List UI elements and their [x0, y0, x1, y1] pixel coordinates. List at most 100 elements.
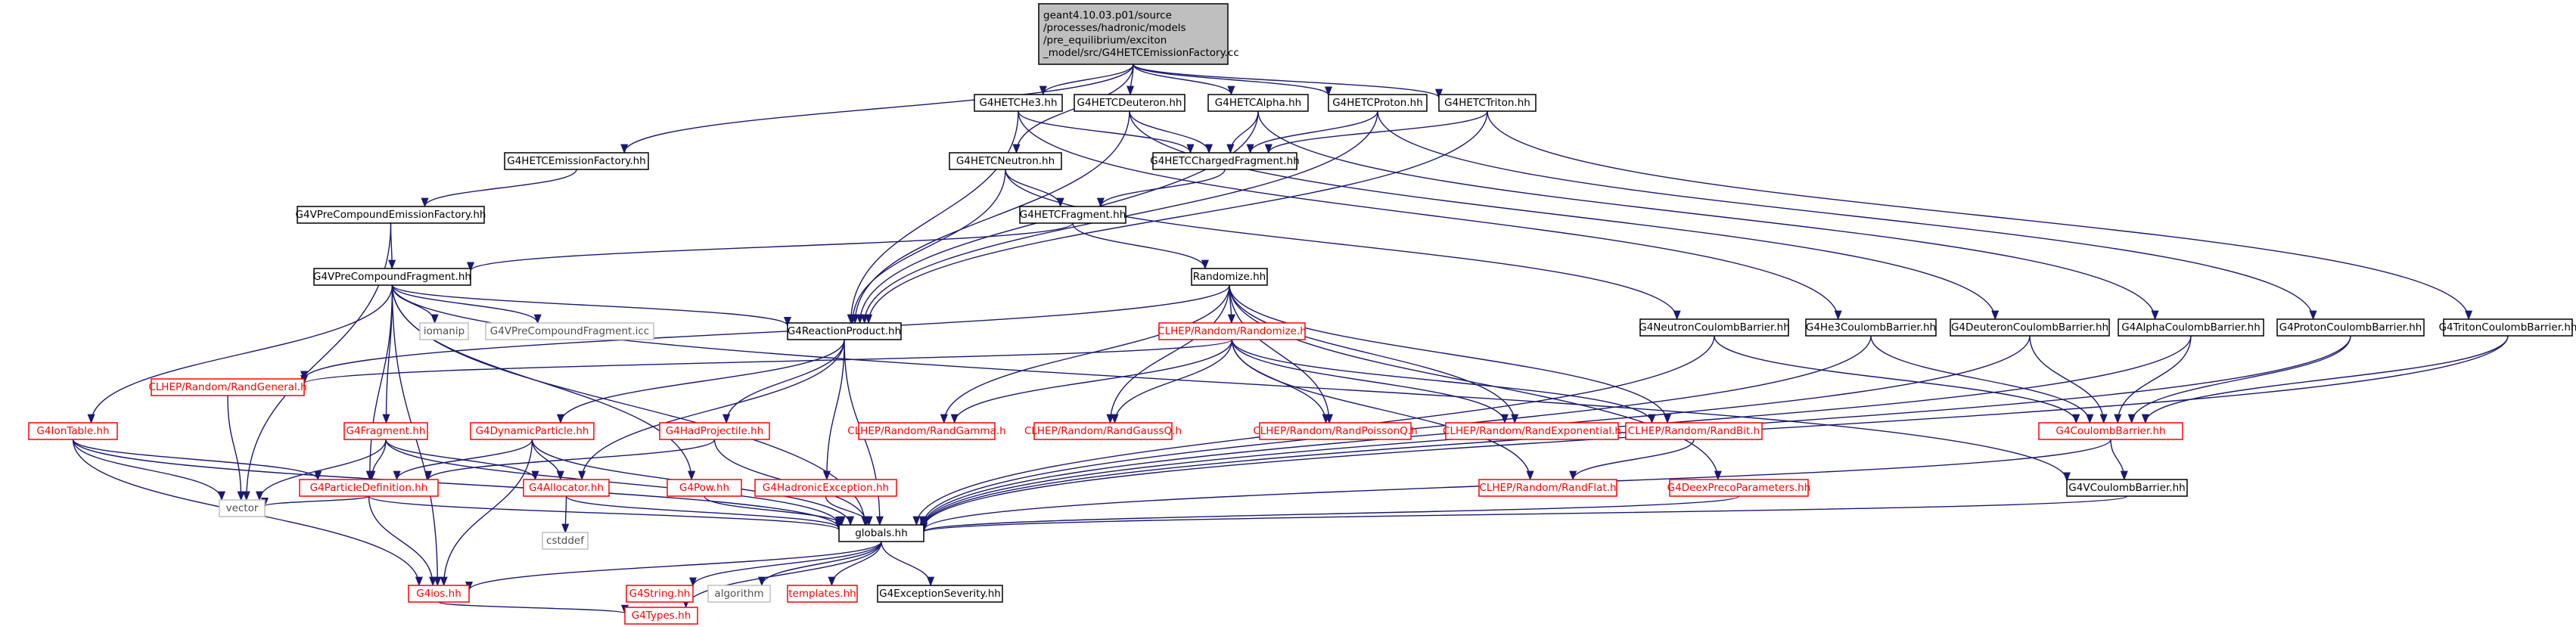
file-node-label: G4ParticleDefinition.hh [310, 482, 428, 494]
file-node-emfac[interactable]: G4HETCEmissionFactory.hh [504, 152, 649, 170]
include-edge-root-to-alpha [1133, 64, 1235, 96]
include-edge-line [822, 339, 845, 481]
include-edge-allocator-to-cstddef [561, 495, 570, 534]
file-node-he3CB[interactable]: G4He3CoulombBarrier.hh [1805, 318, 1937, 337]
file-node-deex[interactable]: G4DeexPrecoParameters.hh [1667, 479, 1811, 497]
include-edge-root-to-emfac [620, 64, 1134, 154]
include-edge-vpcf-to-partdef [365, 284, 393, 481]
file-node-proton[interactable]: G4HETCProton.hh [1328, 94, 1428, 112]
file-node-label: G4DeuteronCoulombBarrier.hh [1951, 321, 2108, 334]
file-node-fragment[interactable]: G4HETCFragment.hh [1019, 206, 1126, 224]
file-node-box [151, 378, 305, 396]
include-edge-vpcf-to-vcoulomb [391, 284, 2071, 482]
file-node-label: G4HadProjectile.hh [666, 425, 763, 437]
file-node-label: G4TritonCoulombBarrier.hh [2439, 321, 2576, 334]
file-node-neutronCB[interactable]: G4NeutronCoulombBarrier.hh [1639, 318, 1790, 337]
file-node-exseverity[interactable]: G4ExceptionSeverity.hh [877, 585, 1003, 603]
file-node-randexp[interactable]: CLHEP/Random/RandExponential.h [1443, 422, 1621, 440]
file-node-clhepRandomize[interactable]: CLHEP/Random/Randomize.h [1157, 322, 1307, 340]
file-node-randbit[interactable]: CLHEP/Random/RandBit.h [1625, 422, 1763, 440]
file-node-protonCB[interactable]: G4ProtonCoulombBarrier.hh [2276, 318, 2425, 337]
file-node-randflat[interactable]: CLHEP/Random/RandFlat.h [1478, 479, 1617, 497]
file-node-box [297, 206, 485, 224]
file-node-pow[interactable]: G4Pow.hh [667, 479, 742, 497]
include-edge-line [689, 541, 882, 587]
include-edge-globals-to-exseverity [881, 541, 935, 587]
file-node-charged[interactable]: G4HETCChargedFragment.hh [1150, 152, 1300, 170]
include-edge-line [1111, 339, 1233, 424]
file-node-g4types[interactable]: G4Types.hh [624, 607, 698, 625]
file-node-hadproj[interactable]: G4HadProjectile.hh [659, 422, 770, 440]
file-node-box [408, 585, 470, 603]
file-node-vpcf[interactable]: G4VPreCompoundFragment.hh [313, 268, 471, 286]
file-node-randgeneral[interactable]: CLHEP/Random/RandGeneral.h [148, 378, 307, 396]
file-node-label: G4ProtonCoulombBarrier.hh [2279, 321, 2422, 334]
file-node-partdef[interactable]: G4ParticleDefinition.hh [299, 479, 439, 497]
file-node-box [343, 422, 428, 440]
file-node-g4fragment[interactable]: G4Fragment.hh [343, 422, 428, 440]
file-node-coulomb[interactable]: G4CoulombBarrier.hh [2038, 422, 2183, 440]
file-node-globals[interactable]: globals.hh [838, 524, 924, 542]
include-edge-line [227, 395, 245, 501]
include-edge-line [847, 110, 1019, 324]
include-edge-randomize-to-randgaussq [1106, 284, 1230, 424]
include-edge-deuteron-to-charged [1129, 110, 1213, 154]
file-node-box [1669, 479, 1809, 497]
file-node-label: G4ExceptionSeverity.hh [879, 588, 1001, 600]
file-node-allocator[interactable]: G4Allocator.hh [523, 479, 610, 497]
include-edge-line [1229, 284, 1334, 424]
file-node-deuteron[interactable]: G4HETCDeuteron.hh [1074, 94, 1185, 112]
file-node-box [858, 422, 996, 440]
file-node-label: /processes/hadronic/models [1043, 22, 1186, 34]
file-node-templates[interactable]: templates.hh [787, 585, 858, 603]
file-node-deuteronCB[interactable]: G4DeuteronCoulombBarrier.hh [1950, 318, 2110, 337]
file-node-vcoulomb[interactable]: G4VCoulombBarrier.hh [2066, 479, 2188, 497]
file-node-label: CLHEP/Random/RandFlat.h [1479, 482, 1616, 494]
file-node-label: G4HETCFragment.hh [1020, 209, 1126, 221]
file-node-vpcef[interactable]: G4VPreCompoundEmissionFactory.hh [296, 206, 486, 224]
file-node-iontable[interactable]: G4IonTable.hh [28, 422, 118, 440]
file-node-randgamma[interactable]: CLHEP/Random/RandGamma.h [847, 422, 1006, 440]
file-node-tritonCB[interactable]: G4TritonCoulombBarrier.hh [2439, 318, 2576, 337]
file-node-dynpart[interactable]: G4DynamicParticle.hh [470, 422, 595, 440]
include-edge-line [385, 439, 843, 526]
include-edge-line [467, 222, 1074, 272]
include-edge-line [1072, 222, 1209, 270]
file-node-randpoissonq[interactable]: CLHEP/Random/RandPoissonQ.h [1253, 422, 1418, 440]
include-edge-proton-to-protonCB [1377, 110, 2317, 321]
file-node-label: G4DynamicParticle.hh [476, 425, 589, 437]
file-node-root[interactable]: geant4.10.03.p01/source/processes/hadron… [1038, 3, 1239, 65]
include-edge-line [242, 222, 392, 501]
file-node-randomize[interactable]: Randomize.hh [1191, 268, 1268, 286]
file-node-alpha[interactable]: G4HETCAlpha.hh [1207, 94, 1309, 112]
file-node-label: vector [226, 502, 259, 514]
include-edge-line [1231, 339, 1534, 481]
include-edge-line [393, 439, 533, 481]
file-node-triton[interactable]: G4HETCTriton.hh [1438, 94, 1537, 112]
file-node-randgaussq[interactable]: CLHEP/Random/RandGaussQ.h [1024, 422, 1182, 440]
include-edge-line [391, 284, 542, 324]
include-edge-line [620, 64, 1134, 154]
include-edge-tritonCB-to-coulomb [2141, 335, 2509, 424]
include-edge-allocator-to-globals [565, 495, 843, 529]
file-node-box [1950, 318, 2110, 337]
file-node-hadexc[interactable]: G4HadronicException.hh [754, 479, 897, 497]
file-node-cstddef: cstddef [542, 532, 589, 550]
include-edge-randomize-to-randgeneral [300, 284, 1230, 380]
include-edge-neutronCB-to-coulomb [1714, 335, 2080, 424]
include-edge-alphaCB-to-coulomb [2114, 335, 2192, 424]
include-edge-deuteronCB-to-coulomb [2029, 335, 2108, 424]
file-node-box [974, 94, 1063, 112]
file-node-g4ios[interactable]: G4ios.hh [408, 585, 470, 603]
include-edge-randomize-to-randgamma [940, 284, 1230, 424]
include-edge-line [1246, 110, 1378, 154]
file-node-alphaCB[interactable]: G4AlphaCoulombBarrier.hh [2118, 318, 2264, 337]
file-node-g4string[interactable]: G4String.hh [626, 585, 694, 603]
file-node-neutron[interactable]: G4HETCNeutron.hh [949, 152, 1062, 170]
file-node-box [419, 322, 469, 340]
include-edge-globals-to-templates [828, 541, 882, 587]
file-node-he3[interactable]: G4HETCHe3.hh [974, 94, 1063, 112]
include-edge-clhepRandomize-to-randbit [1231, 339, 1656, 424]
file-node-reaction[interactable]: G4ReactionProduct.hh [787, 322, 902, 340]
include-edge-clhepRandomize-to-randexp [1231, 339, 1509, 424]
